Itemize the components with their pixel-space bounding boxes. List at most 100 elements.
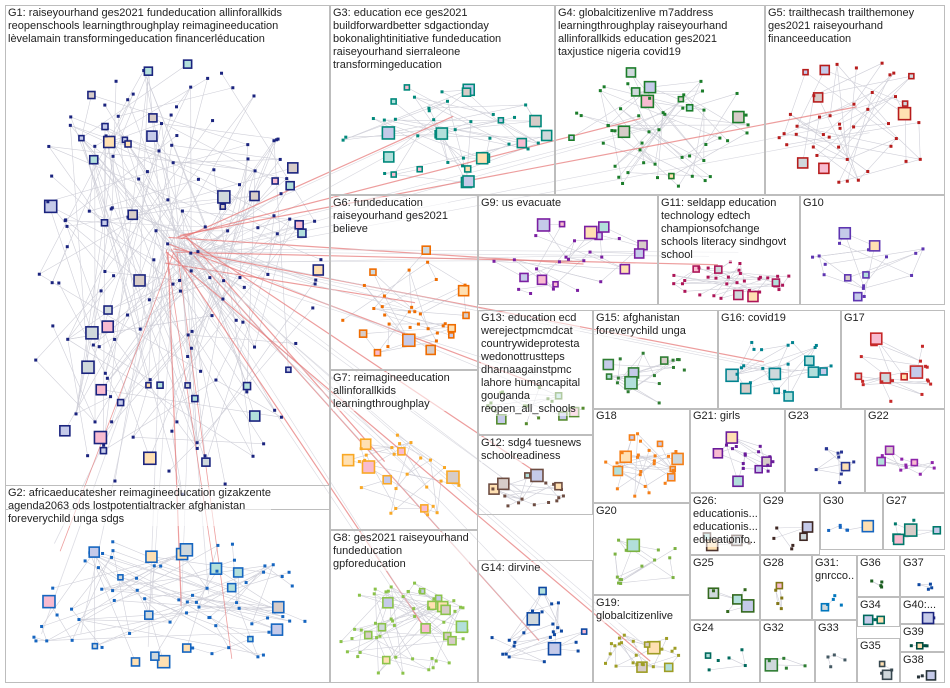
edge: [553, 602, 559, 632]
edge: [67, 95, 255, 340]
node: [389, 511, 393, 515]
edge: [608, 125, 659, 131]
node: [777, 288, 781, 292]
node: [890, 668, 894, 672]
node: [364, 453, 368, 457]
node: [74, 412, 78, 416]
node: [383, 171, 387, 175]
edge: [393, 135, 419, 175]
node: [676, 184, 680, 188]
node: [428, 458, 432, 462]
node: [252, 94, 256, 98]
node: [413, 614, 417, 618]
node: [838, 525, 842, 529]
edge: [898, 530, 937, 540]
edge: [863, 275, 912, 289]
node-avatar: [775, 581, 784, 590]
edge: [347, 640, 453, 653]
edge: [635, 91, 684, 96]
edge: [865, 253, 916, 276]
node: [738, 271, 742, 275]
edge: [867, 109, 921, 160]
node: [703, 179, 707, 183]
edge: [114, 339, 198, 449]
cross-edge: [184, 235, 386, 462]
edge: [720, 273, 741, 299]
node-avatar: [440, 604, 451, 616]
edge: [120, 577, 278, 630]
edge: [790, 114, 824, 135]
node: [862, 294, 866, 298]
node-avatar: [143, 610, 154, 620]
edge: [51, 175, 181, 292]
node: [914, 251, 918, 255]
node: [311, 306, 315, 310]
edge: [144, 598, 216, 626]
node: [904, 463, 908, 467]
node: [393, 117, 397, 121]
node: [782, 656, 786, 660]
node: [683, 289, 687, 293]
node: [566, 257, 570, 261]
node: [220, 71, 224, 75]
node-avatar: [461, 87, 472, 97]
group-label-g16: G16: covid19: [721, 312, 786, 325]
node: [191, 646, 195, 650]
edge: [65, 220, 206, 228]
node: [660, 647, 664, 651]
node: [507, 655, 511, 659]
node-avatar: [878, 660, 886, 668]
node: [899, 468, 903, 472]
node: [46, 200, 50, 204]
node: [272, 139, 276, 143]
edge: [375, 588, 414, 609]
group-label-g8: G8: ges2021 raiseyourhand fundeducation …: [333, 532, 469, 571]
node-avatar: [421, 245, 432, 255]
cross-edge: [80, 252, 163, 634]
edge: [726, 445, 739, 482]
edge: [745, 451, 759, 455]
node: [552, 633, 556, 637]
node: [276, 137, 280, 141]
edge: [354, 606, 443, 630]
edge: [112, 550, 155, 567]
node: [394, 506, 398, 510]
node: [704, 143, 708, 147]
node: [91, 343, 95, 347]
node: [246, 157, 250, 161]
node-avatar: [819, 64, 831, 76]
node: [894, 137, 898, 141]
node: [657, 401, 661, 405]
group-box-g9: [478, 195, 658, 305]
node: [241, 320, 245, 324]
node: [110, 420, 114, 424]
edge: [161, 123, 279, 140]
edge: [778, 275, 790, 290]
edge: [534, 502, 549, 506]
node: [904, 159, 908, 163]
node-avatar: [554, 481, 563, 491]
node: [780, 596, 784, 600]
node: [663, 481, 667, 485]
edge: [196, 158, 249, 443]
edge: [648, 131, 704, 161]
node: [928, 582, 932, 586]
edge: [607, 86, 651, 126]
node: [250, 622, 254, 626]
node: [784, 666, 788, 670]
node: [386, 589, 390, 593]
node: [427, 606, 431, 610]
node-avatar: [219, 203, 227, 210]
edge: [47, 201, 106, 272]
node: [418, 589, 422, 593]
edge: [360, 652, 429, 671]
node-avatar: [285, 366, 292, 374]
node-avatar: [130, 657, 141, 667]
edge: [621, 559, 655, 580]
edge: [47, 201, 93, 333]
node-avatar: [801, 521, 814, 533]
edge: [388, 104, 526, 134]
node-avatar: [519, 272, 529, 283]
edge: [609, 643, 612, 654]
edge: [368, 634, 429, 671]
